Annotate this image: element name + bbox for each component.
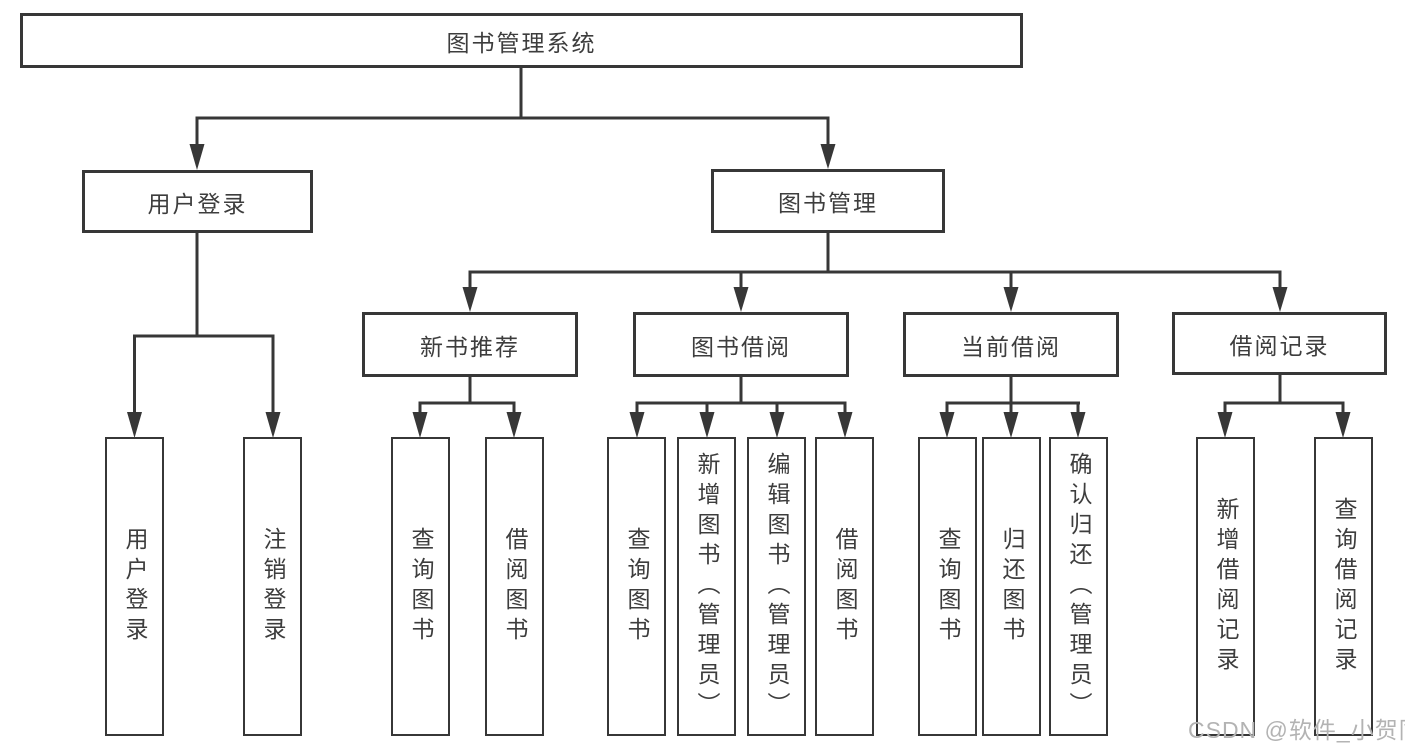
node-current-borrowing: 当前借阅	[903, 312, 1119, 377]
node-user-login: 用户登录	[82, 170, 313, 233]
leaf-confirm-return-admin: 确认归还（管理员）	[1049, 437, 1108, 736]
node-label: 图书借阅	[691, 333, 791, 360]
leaf-query-books: 查询图书	[607, 437, 666, 736]
leaf-logout: 注销登录	[243, 437, 302, 736]
node-label: 借阅记录	[1229, 332, 1330, 359]
node-borrowing-records: 借阅记录	[1172, 312, 1387, 375]
leaf-label: 查询借阅记录	[1331, 496, 1357, 677]
leaf-label: 查询图书	[935, 526, 961, 647]
leaf-edit-books-admin: 编辑图书（管理员）	[747, 437, 806, 736]
node-new-book-recommend: 新书推荐	[362, 312, 578, 377]
leaf-return-books: 归还图书	[982, 437, 1041, 736]
leaf-label: 编辑图书（管理员）	[764, 451, 790, 722]
csdn-watermark: CSDN @软件_小贺同学	[1188, 717, 1405, 743]
leaf-label: 用户登录	[122, 526, 148, 647]
node-label: 用户登录	[147, 190, 248, 217]
node-book-management: 图书管理	[711, 169, 945, 233]
leaf-label: 借阅图书	[502, 526, 528, 647]
leaf-label: 查询图书	[624, 526, 650, 647]
node-book-borrowing: 图书借阅	[633, 312, 849, 377]
arrowheads	[127, 144, 1351, 438]
node-label: 新书推荐	[420, 333, 520, 360]
leaf-borrow-books: 借阅图书	[815, 437, 874, 736]
leaf-query-books: 查询图书	[918, 437, 977, 736]
leaf-add-borrow-record: 新增借阅记录	[1196, 437, 1255, 736]
leaf-user-login: 用户登录	[105, 437, 164, 736]
node-label: 图书管理	[778, 190, 878, 216]
leaf-query-books: 查询图书	[391, 437, 450, 736]
node-library-management-system: 图书管理系统	[20, 13, 1023, 68]
leaf-query-borrow-record: 查询借阅记录	[1314, 437, 1373, 736]
node-label: 当前借阅	[961, 333, 1061, 360]
leaf-label: 新增图书（管理员）	[694, 451, 720, 722]
leaf-label: 确认归还（管理员）	[1066, 451, 1092, 722]
node-label: 图书管理系统	[446, 29, 597, 56]
leaf-label: 注销登录	[260, 526, 286, 647]
leaf-borrow-books: 借阅图书	[485, 437, 544, 736]
leaf-add-books-admin: 新增图书（管理员）	[677, 437, 736, 736]
leaf-label: 查询图书	[408, 526, 434, 647]
leaf-label: 归还图书	[999, 526, 1025, 647]
leaf-label: 借阅图书	[832, 526, 858, 647]
leaf-label: 新增借阅记录	[1213, 496, 1239, 677]
